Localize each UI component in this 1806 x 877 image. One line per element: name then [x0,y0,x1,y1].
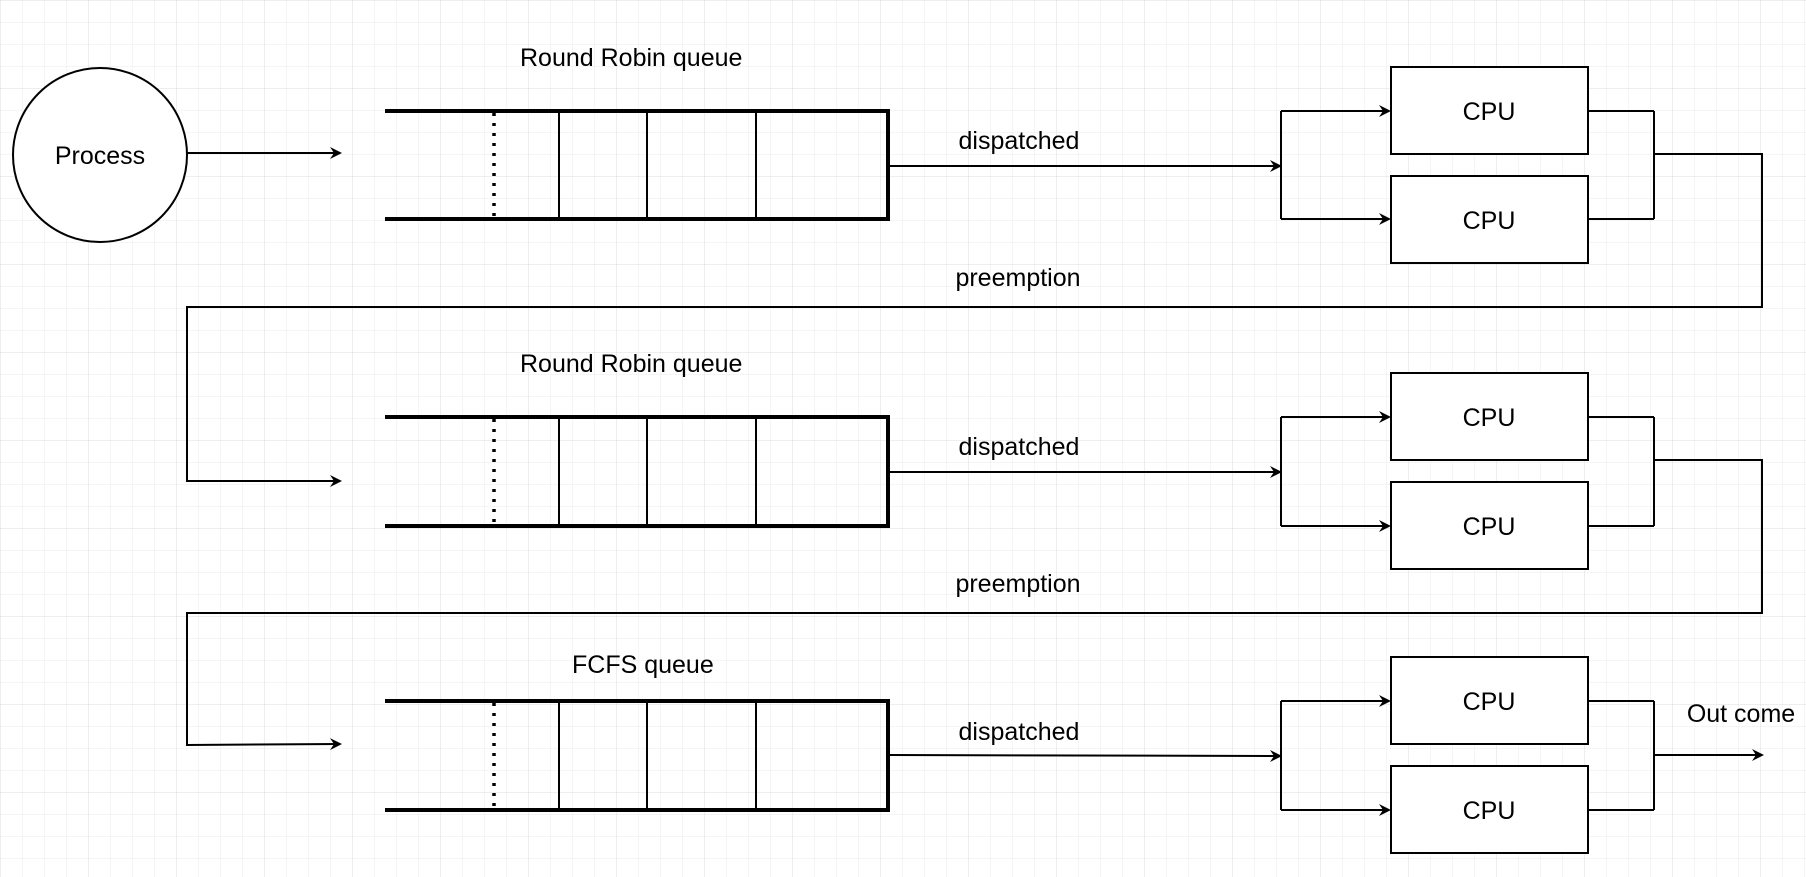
dispatch-label-2: dispatched [959,433,1080,461]
cpu-box-3a: CPU [1390,656,1589,745]
queue-level-2: Round Robin queue dispatched CPU CPU [186,350,1763,751]
queue-level-3: FCFS queue dispatched CPU CPU [385,651,1795,854]
cpu-fork-1 [1280,105,1391,225]
cpu-fork-3 [1280,695,1391,816]
queue-2-title: Round Robin queue [520,350,742,378]
preemption-label-2: preemption [955,570,1080,598]
cpu-merge-1 [1588,110,1655,220]
dispatch-arrow-3 [887,749,1282,762]
cpu-fork-2 [1280,411,1391,532]
queue-level-1: Round Robin queue dispatched CPU CPU [186,44,1763,487]
svg-text:CPU: CPU [1463,688,1516,716]
cpu-box-1b: CPU [1390,175,1589,264]
process-node: Process [12,67,188,243]
dispatch-label-3: dispatched [959,718,1080,746]
dispatch-label-1: dispatched [959,127,1080,155]
svg-text:CPU: CPU [1463,797,1516,825]
cpu-box-2a: CPU [1390,372,1589,461]
queue-3-buffer [385,699,890,812]
svg-text:CPU: CPU [1463,98,1516,126]
queue-1-title: Round Robin queue [520,44,742,72]
cpu-box-1a: CPU [1390,66,1589,155]
preemption-label-1: preemption [955,264,1080,292]
process-label: Process [55,142,145,170]
preemption-path-1 [186,153,1763,487]
cpu-box-2b: CPU [1390,481,1589,570]
cpu-merge-2 [1588,416,1655,527]
cpu-box-3b: CPU [1390,765,1589,854]
queue-3-title: FCFS queue [572,651,714,679]
outcome-label: Out come [1687,700,1795,728]
svg-text:CPU: CPU [1463,207,1516,235]
svg-text:CPU: CPU [1463,404,1516,432]
svg-text:CPU: CPU [1463,513,1516,541]
preemption-path-2 [186,459,1763,751]
